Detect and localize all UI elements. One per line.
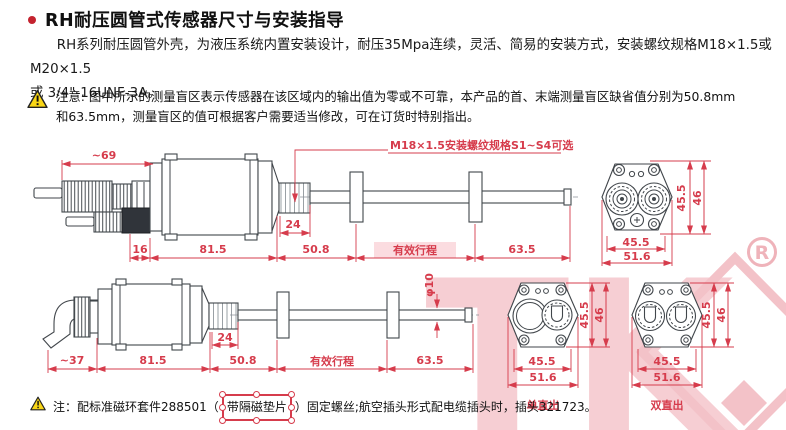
connector-knurl-bottom [93, 211, 123, 233]
handle-mid-left[interactable] [218, 403, 226, 411]
dim-height-outer-single: 46 [593, 307, 606, 323]
connector-nut-top [131, 180, 151, 213]
warning-icon-small [30, 396, 46, 411]
dim-stroke-bottom: 有效行程 [310, 354, 354, 368]
footnote-block: 注：配标准磁环套件288501（ 带隔磁垫片 ）固定螺丝;航空插头形式配电缆插头时，… [30, 391, 597, 424]
annotation-selection-box[interactable]: 带隔磁垫片 [218, 391, 295, 424]
dimensions-top: ~69 16 81.5 50.8 有效行程 63.5 24 M18×1.5安装螺… [61, 138, 573, 262]
section-title-row: RH耐压圆管式传感器尺寸与安装指导 [28, 7, 344, 32]
end-view-top: 45.5 46 45.5 51.6 [601, 160, 711, 266]
rod-end-cap-b [464, 307, 473, 323]
rod-end-cap [563, 188, 572, 206]
cable-bottom [65, 216, 95, 227]
dim-thread-top: 24 [285, 218, 301, 231]
dim-height-inner-top: 45.5 [675, 184, 688, 211]
page-title: RH耐压圆管式传感器尺寸与安装指导 [45, 11, 345, 31]
connector-rings-top [111, 183, 133, 210]
sensor-rod-b [237, 309, 468, 321]
handle-bottom-right[interactable] [287, 416, 295, 424]
sensor-rod [309, 190, 567, 204]
dim-width-outer-single: 51.6 [529, 371, 556, 384]
dim-stroke-top: 有效行程 [393, 243, 437, 257]
connector-knurl-top [61, 180, 113, 213]
end-view-double: 45.5 46 45.5 51.6 双直出 [631, 282, 734, 412]
dim-height-inner-single: 45.5 [578, 301, 591, 328]
notice-line-2: 和63.5mm，测量盲区的值可根据客户需要适当修改，可在订货时特别指出。 [56, 108, 480, 124]
dim-width-inner-double: 45.5 [653, 355, 680, 368]
label-single-outlet: 单直出 [527, 398, 560, 412]
body-end-plate-b [189, 285, 203, 344]
handle-top-left[interactable] [218, 391, 226, 398]
handle-top-center[interactable] [253, 391, 261, 398]
body-end-plate [257, 160, 273, 234]
dim-height-outer-top: 46 [691, 190, 704, 206]
float-flange-1b [276, 291, 290, 339]
mounting-thread [278, 182, 311, 214]
watermark-band [374, 242, 456, 258]
footnote-highlight: 带隔磁垫片 [226, 400, 287, 414]
body-front-plate-b [97, 288, 113, 345]
dim-cable-top: ~69 [92, 149, 117, 162]
dim-thread-bottom: 24 [217, 331, 233, 344]
dim-body-top: 81.5 [199, 243, 226, 256]
body-cylinder [161, 158, 259, 236]
warning-icon [27, 89, 48, 109]
handle-top-right[interactable] [287, 391, 295, 398]
dim-block: 16 [132, 243, 148, 256]
thread-spec-label: M18×1.5安装螺纹规格S1~S4可选 [390, 138, 573, 152]
watermark-diamond-inner [721, 380, 767, 426]
dim-body-bottom: 81.5 [139, 354, 166, 367]
dim-front-zone-top: 50.8 [302, 243, 329, 256]
notice-block: 注意: 图中所示的测量盲区表示传感器在该区域内的输出值为零或不可靠，本产品的首、… [27, 87, 777, 127]
cable-top [33, 187, 63, 199]
intro-paragraph: RH系列耐压圆管外壳，为液压系统内置安装设计，耐压35Mpa连续，灵活、简易的安… [30, 34, 774, 106]
dimensions-bottom: ~37 81.5 50.8 有效行程 63.5 24 φ10 [47, 273, 474, 373]
dim-end-zone-bottom: 63.5 [416, 354, 443, 367]
mounting-thread-b [208, 302, 239, 330]
dim-width-inner-single: 45.5 [528, 355, 555, 368]
connector-socket-block [121, 207, 151, 234]
sensor-side-view-top [33, 153, 578, 241]
dim-width-inner-top: 45.5 [622, 236, 649, 249]
bullet-icon [28, 15, 36, 24]
registered-mark-letter: R [755, 242, 770, 264]
body-front-plate [149, 162, 163, 232]
dim-width-outer-top: 51.6 [623, 250, 650, 263]
footnote-prefix: 注：配标准磁环套件288501（ [53, 400, 219, 414]
registered-mark-circle [747, 237, 777, 267]
dim-cable-bottom: ~37 [60, 354, 85, 367]
label-double-outlet: 双直出 [651, 398, 684, 412]
dim-height-outer-double: 46 [715, 307, 728, 323]
float-flange-2 [468, 171, 483, 223]
handle-bottom-left[interactable] [218, 416, 226, 424]
dim-front-zone-bottom: 50.8 [229, 354, 256, 367]
end-view-single: 45.5 46 45.5 51.6 单直出 [507, 282, 610, 412]
body-cylinder-b [111, 283, 191, 346]
elbow-nut [73, 296, 91, 338]
body-cone [271, 162, 280, 232]
dim-end-zone-top: 63.5 [508, 243, 535, 256]
float-flange-2b [386, 291, 400, 339]
body-cone-b [201, 287, 210, 343]
intro-line-2: 或 3/4"-16UNF-3A。 [30, 86, 161, 102]
dim-height-inner-double: 45.5 [700, 301, 713, 328]
handle-bottom-center[interactable] [253, 416, 261, 424]
dim-width-outer-double: 51.6 [653, 371, 680, 384]
float-flange-1 [349, 171, 364, 223]
notice-line-1: 注意: 图中所示的测量盲区表示传感器在该区域内的输出值为零或不可靠，本产品的首、… [56, 89, 736, 104]
dim-rod-diameter: φ10 [423, 273, 436, 297]
intro-line-1: RH系列耐压圆管外壳，为液压系统内置安装设计，耐压35Mpa连续，灵活、简易的安… [30, 38, 772, 78]
footnote-suffix: ）固定螺丝;航空插头形式配电缆插头时，插头321723。 [294, 400, 597, 414]
sensor-side-view-bottom [42, 278, 480, 351]
handle-mid-right[interactable] [287, 403, 295, 411]
